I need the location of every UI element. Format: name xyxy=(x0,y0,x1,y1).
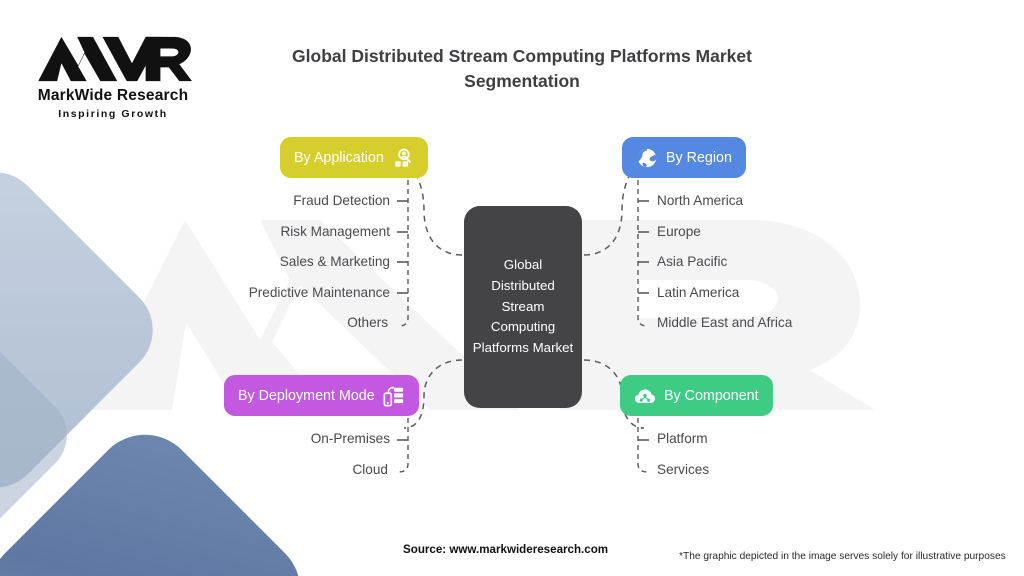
leaf-application-0: Fraud Detection xyxy=(293,193,390,208)
brand-name: MarkWide Research xyxy=(37,87,189,104)
leaf-application-1: Risk Management xyxy=(280,224,390,239)
server-device-icon xyxy=(383,385,403,406)
branch-badge-deployment[interactable]: By Deployment Mode xyxy=(224,375,419,416)
branch-badge-component[interactable]: By Component xyxy=(620,375,773,416)
central-market-node: Global Distributed Stream Computing Plat… xyxy=(464,206,582,408)
brand-tagline: Inspiring Growth xyxy=(58,108,168,120)
leaf-application-2: Sales & Marketing xyxy=(279,254,390,269)
brand-logo: MarkWide Research Inspiring Growth xyxy=(30,32,196,120)
mwr-monogram-icon xyxy=(38,36,192,82)
illustrative-disclaimer: *The graphic depicted in the image serve… xyxy=(679,551,1006,562)
leaf-component-0: Platform xyxy=(657,431,708,446)
leaf-deployment-1: Cloud xyxy=(352,462,388,477)
leaf-region-4: Middle East and Africa xyxy=(657,315,793,330)
branch-label-application: By Application xyxy=(294,149,384,166)
branch-label-region: By Region xyxy=(666,149,732,166)
leaf-application-4: Others xyxy=(347,315,388,330)
cloud-network-icon xyxy=(634,388,656,403)
leaf-region-2: Asia Pacific xyxy=(657,254,728,269)
branch-label-deployment: By Deployment Mode xyxy=(238,387,375,404)
user-search-icon xyxy=(395,148,411,167)
globe-icon xyxy=(637,148,657,167)
source-attribution: Source: www.markwideresearch.com xyxy=(403,543,609,556)
leaf-region-1: Europe xyxy=(657,224,701,239)
leaf-application-3: Predictive Maintenance xyxy=(248,285,390,300)
decorative-square-light xyxy=(0,153,172,507)
branch-badge-application[interactable]: By Application xyxy=(280,137,428,178)
branch-label-component: By Component xyxy=(664,387,759,404)
branch-badge-region[interactable]: By Region xyxy=(622,137,746,178)
page-title: Global Distributed Stream Computing Plat… xyxy=(292,46,752,92)
leaf-component-1: Services xyxy=(657,462,710,477)
leaf-region-0: North America xyxy=(657,193,744,208)
decorative-square-overlap xyxy=(0,286,84,576)
leaf-region-3: Latin America xyxy=(657,285,740,300)
leaf-deployment-0: On-Premises xyxy=(310,431,390,446)
decorative-square-dark xyxy=(0,413,322,576)
